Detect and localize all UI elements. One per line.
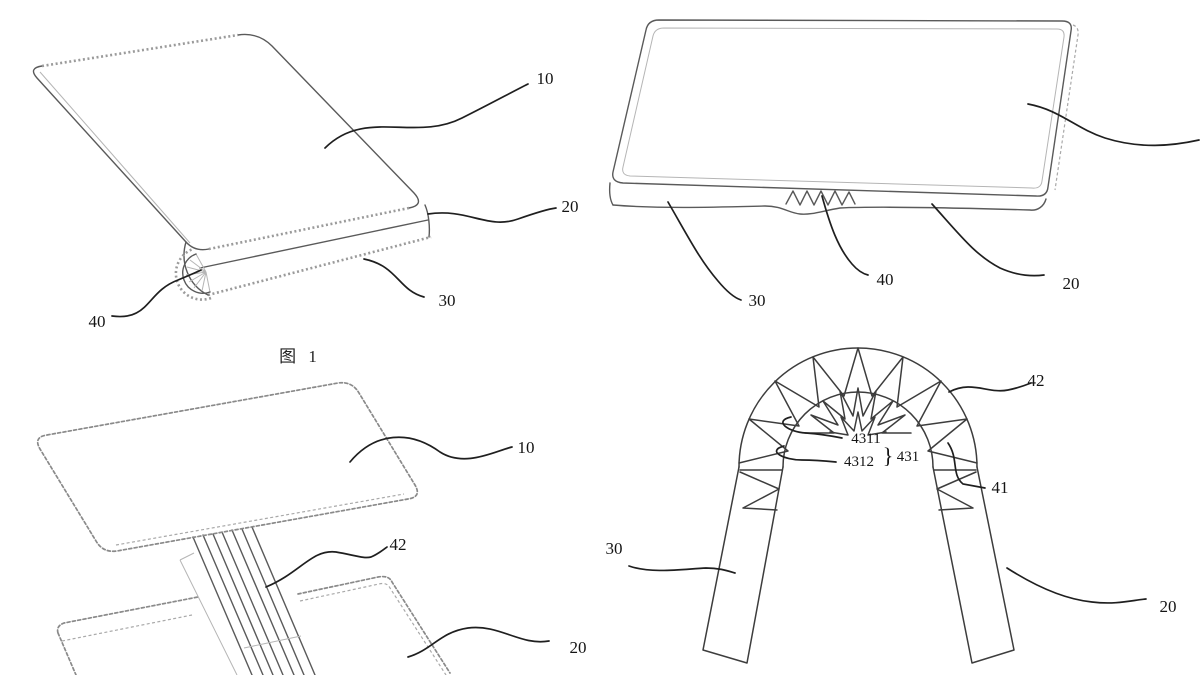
label-fig1-10: 10 (537, 69, 554, 88)
exploded-right-body-thickness (299, 582, 447, 675)
arch-outer-arc (738, 347, 978, 468)
label-fig4-4312: 4312 (844, 454, 874, 470)
unfolded-hinge-zigzag (785, 190, 856, 206)
folded-top-face-hatched-edges (41, 33, 410, 251)
label-fig3-20: 20 (570, 638, 587, 657)
figure-folded-device: 10 20 30 40 图 1 (32, 33, 579, 366)
exploded-hinge-band-ledge (179, 552, 302, 675)
unfolded-bottom-wall (612, 198, 1047, 215)
label-fig4-20: 20 (1160, 597, 1177, 616)
unfolded-bezel-line (622, 27, 1065, 189)
label-fig4-4311: 4311 (851, 431, 880, 447)
leader-fig1-40 (111, 269, 202, 318)
exploded-right-body (297, 575, 451, 674)
figure-hinge-arch-detail: 42 4311 4312 } 431 41 30 20 (606, 347, 1177, 664)
leader-fig4-4311 (782, 416, 843, 439)
leader-fig2-10-cropped (1027, 103, 1200, 147)
folded-body-spine-curve (183, 241, 209, 296)
unfolded-left-wall-corner (608, 182, 614, 206)
leader-fig4-20 (1006, 567, 1147, 604)
exploded-left-body (56, 596, 199, 675)
leader-fig1-30 (363, 258, 425, 298)
label-fig1-40: 40 (89, 312, 106, 331)
leader-fig4-41 (947, 442, 986, 489)
leaf-spring-burst-inner (829, 411, 887, 436)
exploded-display-panel-thickness (115, 493, 405, 546)
leader-fig3-20 (407, 626, 550, 658)
leader-fig4-30 (628, 565, 736, 574)
leader-fig2-20 (931, 203, 1045, 277)
folded-screen-crease (39, 71, 191, 244)
leader-fig1-10 (324, 83, 529, 149)
label-fig2-40: 40 (877, 270, 894, 289)
label-fig4-brace: } (883, 443, 894, 468)
leader-fig1-20 (427, 207, 557, 223)
folded-body-seam (199, 219, 429, 269)
label-fig1-30: 30 (439, 291, 456, 310)
unfolded-face-outline (612, 19, 1072, 197)
arch-left-leg-teeth (739, 469, 783, 511)
exploded-display-panel (36, 381, 419, 553)
label-fig4-30: 30 (606, 539, 623, 558)
leader-fig3-10 (349, 436, 513, 463)
figure1-caption: 图 1 (279, 347, 321, 366)
label-fig4-42: 42 (1028, 371, 1045, 390)
hinge-fan-outer-hatched-arc (174, 247, 212, 301)
label-fig2-20: 20 (1063, 274, 1080, 293)
unfolded-right-thickness (1054, 24, 1079, 191)
folded-top-face-edges (32, 33, 420, 251)
label-fig4-41: 41 (992, 478, 1009, 497)
figure-exploded-view: 10 42 20 (36, 381, 587, 675)
hinge-fan-arc (182, 253, 211, 294)
folded-body-bottom-hatched (207, 235, 432, 297)
leader-fig2-40 (821, 195, 869, 276)
figure-unfolded-device: 30 40 20 (608, 19, 1200, 310)
leaf-spring-burst-outer (804, 387, 912, 434)
leader-fig4-42 (948, 382, 1032, 393)
label-fig4-431: 431 (897, 449, 920, 465)
label-fig3-10: 10 (518, 438, 535, 457)
label-fig1-20: 20 (562, 197, 579, 216)
leader-fig2-30 (667, 201, 742, 301)
folded-body-right-edge (424, 204, 431, 238)
leader-fig4-4312 (775, 445, 837, 463)
arch-right-leg (932, 466, 1015, 664)
hinge-fan-spokes (185, 253, 211, 293)
exploded-left-body-thickness (61, 614, 193, 642)
label-fig2-30: 30 (749, 291, 766, 310)
arch-left-leg (702, 466, 784, 664)
label-fig3-42: 42 (390, 535, 407, 554)
leader-fig3-42 (265, 546, 388, 588)
exploded-hinge-band-strips (192, 526, 316, 675)
